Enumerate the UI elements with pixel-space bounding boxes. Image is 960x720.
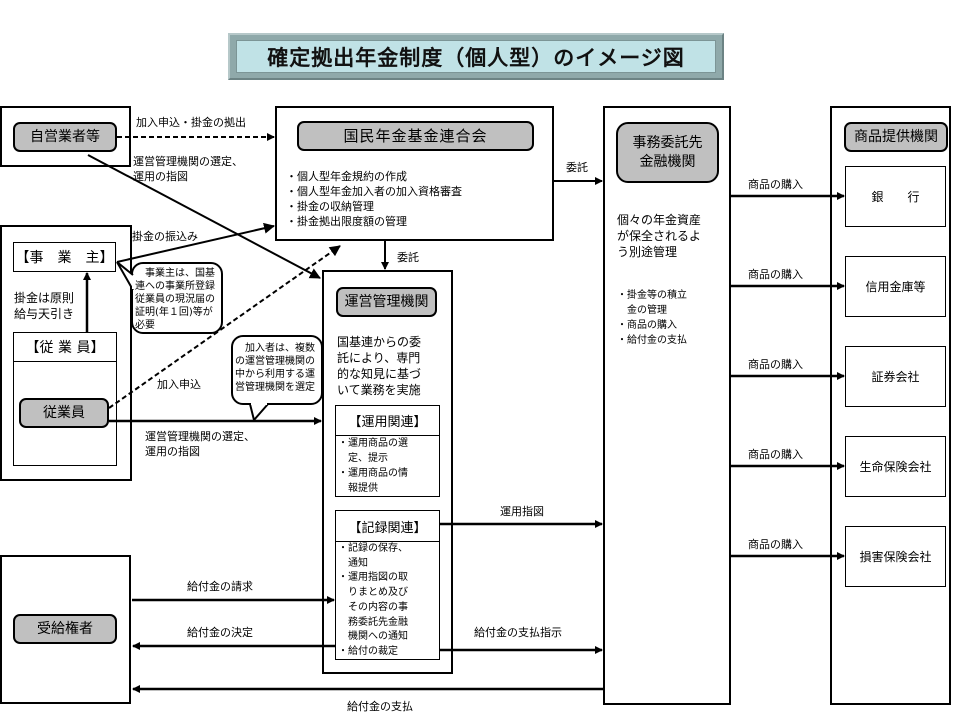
duty-item: ・掛金拠出限度額の管理 [286, 215, 407, 228]
label-purchase: 商品の購入 [748, 268, 803, 281]
provider-securities[interactable]: 証券会社 [845, 346, 946, 407]
trustee-duties: ・掛金等の積立 金の管理 ・商品の購入 ・給付金の支払 [617, 288, 687, 348]
investment-item: 定、提示 [338, 453, 388, 464]
description-line: 個々の年金資産 [617, 213, 702, 227]
callout-line: 営管理機関を選定 [235, 382, 315, 393]
duty-item: ・掛金の収納管理 [286, 200, 374, 213]
duty-item: ・個人型年金加入者の加入資格審査 [286, 185, 462, 198]
title-banner: 確定拠出年金制度（個人型）のイメージ図 [228, 33, 724, 80]
trustee-description: 個々の年金資産 が保全されるよ う別途管理 [617, 212, 701, 260]
investment-items: ・運用商品の選 定、提示 ・運用商品の情 報提供 [336, 436, 439, 496]
deduction-note-line: 給与天引き [14, 307, 75, 321]
callout-line: 証明(年１回)等が [135, 307, 213, 318]
duty-item: ・掛金等の積立 [617, 290, 687, 301]
trustee-container [603, 106, 731, 705]
provider-credit-union[interactable]: 信用金庫等 [845, 256, 946, 317]
page-title: 確定拠出年金制度（個人型）のイメージ図 [236, 40, 716, 73]
duty-item: ・商品の購入 [617, 320, 677, 331]
label-entrust-right: 委託 [566, 161, 588, 174]
label-select-instruct-employee: 運営管理機関の選定、 運用の指図 [145, 429, 255, 459]
duty-item: ・個人型年金規約の作成 [286, 170, 407, 183]
trustee-label-line: 事務委託先 [632, 134, 703, 151]
record-item: 通知 [338, 557, 368, 569]
label-line: 運用の指図 [133, 170, 188, 183]
arrow-transfer-contrib [116, 222, 275, 263]
deduction-note: 掛金は原則 給与天引き [14, 290, 74, 322]
investment-item: ・運用商品の選 [338, 438, 408, 449]
deduction-note-line: 掛金は原則 [14, 291, 75, 305]
record-items: ・記録の保存、 通知 ・運用指図の取 りまとめ及び その内容の事 務委託先金融 … [336, 542, 439, 660]
arrow-select-instruct-self [87, 154, 321, 279]
employer-node[interactable]: 【事 業 主】 [13, 242, 116, 272]
label-benefit-payment: 給付金の支払 [347, 700, 413, 713]
participant-callout: 加入者は、複数 の運営管理機関の 中から利用する運 営管理機関を選定 [231, 335, 323, 405]
label-purchase: 商品の購入 [748, 538, 803, 551]
investment-item: 報提供 [338, 483, 378, 494]
label-investment-instruction: 運用指図 [500, 505, 544, 518]
callout-line: 連への事業所登録 [135, 281, 215, 292]
provider-bank[interactable]: 銀 行 [845, 166, 946, 227]
duty-item: ・給付金の支払 [617, 335, 687, 346]
label-purchase: 商品の購入 [748, 178, 803, 191]
description-line: 的な知見に基づ [337, 367, 422, 381]
duty-item: 金の管理 [617, 305, 667, 316]
record-item: 機関への通知 [338, 631, 408, 643]
record-section: 【記録関連】 ・記録の保存、 通知 ・運用指図の取 りまとめ及び その内容の事 … [335, 510, 440, 660]
beneficiary-node[interactable]: 受給権者 [13, 614, 117, 644]
label-benefit-claim: 給付金の請求 [187, 580, 253, 593]
callout-line: の運営管理機関の [235, 356, 315, 367]
label-purchase: 商品の購入 [748, 358, 803, 371]
description-line: が保全されるよ [617, 229, 702, 243]
record-item: りまとめ及び [338, 587, 408, 599]
description-line: 国基連からの委 [337, 335, 422, 349]
callout-line: 中から利用する運 [235, 369, 315, 380]
label-payment-instruction: 給付金の支払指示 [474, 626, 562, 639]
description-line: いて業務を実施 [337, 383, 421, 397]
arrow-enroll-employee [108, 245, 341, 409]
employee-node[interactable]: 従業員 [19, 398, 109, 428]
callout-tail [249, 403, 269, 423]
record-item: ・給付の裁定 [338, 645, 398, 657]
callout-tail-join [251, 402, 267, 405]
label-benefit-decision: 給付金の決定 [187, 626, 253, 639]
label-line: 運用の指図 [145, 445, 200, 458]
callout-tail-join [132, 276, 135, 289]
trustee-node[interactable]: 事務委託先 金融機関 [616, 122, 719, 183]
employer-callout: 事業主は、国基 連への事業所登録 従業員の現況届の 証明(年１回)等が 必要 [131, 262, 223, 334]
record-item: ・運用指図の取 [338, 572, 408, 584]
investment-section-header: 【運用関連】 [336, 406, 439, 436]
employee-section-header: 【従 業 員】 [14, 333, 116, 362]
label-enroll: 加入申込 [157, 378, 201, 391]
label-select-instruct-self: 運営管理機関の選定、 運用の指図 [133, 154, 243, 184]
label-enroll-contribute: 加入申込・掛金の拠出 [136, 116, 246, 129]
record-section-header: 【記録関連】 [336, 511, 439, 542]
national-fund-node[interactable]: 国民年金基金連合会 [297, 121, 534, 151]
providers-node[interactable]: 商品提供機関 [844, 122, 948, 152]
callout-line: 加入者は、複数 [235, 343, 315, 354]
label-entrust-down: 委託 [397, 251, 419, 264]
label-line: 運営管理機関の選定、 [133, 155, 243, 168]
record-item: その内容の事 [338, 601, 408, 613]
callout-line: 従業員の現況届の [135, 294, 215, 305]
self-employed-node[interactable]: 自営業者等 [13, 122, 117, 152]
investment-item: ・運用商品の情 [338, 468, 408, 479]
trustee-label-line: 金融機関 [639, 153, 696, 170]
callout-line: 事業主は、国基 [135, 268, 215, 279]
callout-tail [116, 261, 134, 291]
provider-nonlife-insurance[interactable]: 損害保険会社 [845, 526, 946, 587]
record-keeper-node[interactable]: 運営管理機関 [336, 287, 437, 317]
callout-line: 必要 [135, 320, 155, 331]
label-purchase: 商品の購入 [748, 448, 803, 461]
label-transfer-contrib: 掛金の振込み [132, 230, 198, 243]
description-line: う別途管理 [617, 245, 678, 259]
provider-life-insurance[interactable]: 生命保険会社 [845, 436, 946, 497]
record-item: ・記録の保存、 [338, 543, 408, 554]
record-item: 務委託先金融 [338, 616, 408, 628]
label-line: 運営管理機関の選定、 [145, 430, 255, 443]
record-keeper-description: 国基連からの委 託により、専門 的な知見に基づ いて業務を実施 [337, 334, 421, 398]
description-line: 託により、専門 [337, 351, 421, 365]
national-fund-duties: ・個人型年金規約の作成 ・個人型年金加入者の加入資格審査 ・掛金の収納管理 ・掛… [286, 169, 462, 229]
investment-section: 【運用関連】 ・運用商品の選 定、提示 ・運用商品の情 報提供 [335, 405, 440, 497]
